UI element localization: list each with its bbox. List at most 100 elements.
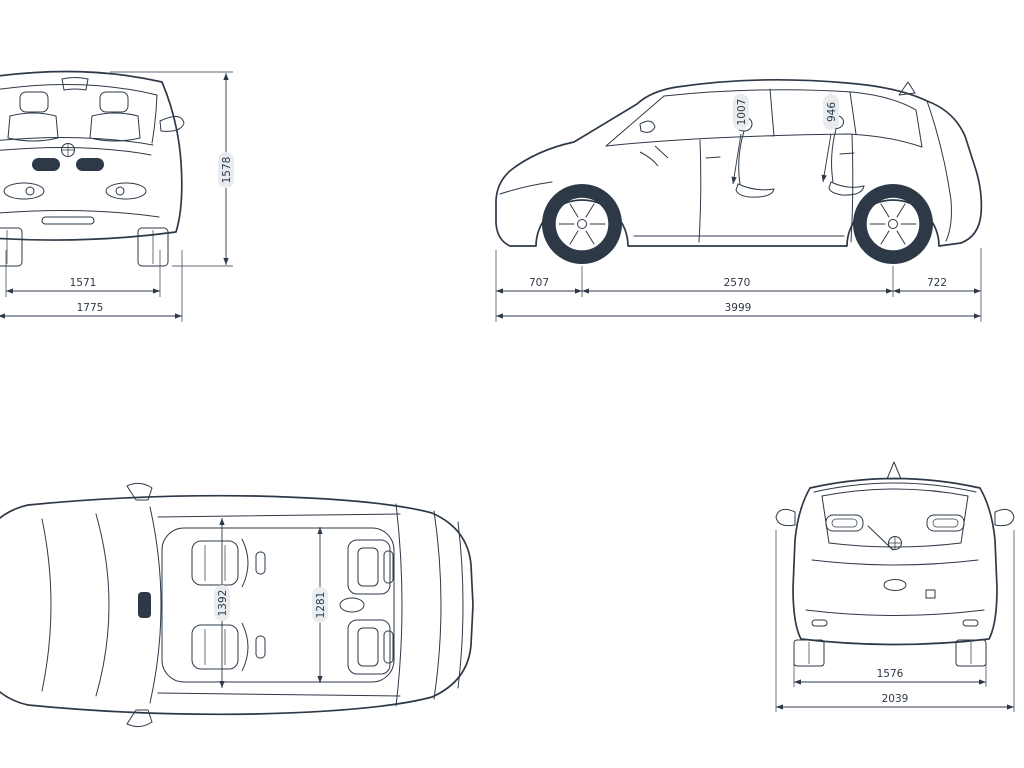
side-body-outline [495,78,983,247]
rear-extension-lines [775,530,1015,712]
dashboard-line [639,145,669,167]
dim-label-pill [733,94,749,130]
front-rim [554,196,610,252]
side-glasshouse-lines [605,88,923,148]
dim-text-rear-track: 1576 [877,668,904,680]
taillight-left-inner [831,518,858,528]
front-seat-cushion-left [191,540,239,586]
rear-view: 1576 2039 [775,461,1015,712]
dim-label-front-door-height: 1007 [733,94,749,130]
rear-seat-back-left [347,539,391,595]
brand-roundel-front-cross [61,143,75,157]
center-console [138,592,151,618]
headrest-right [99,91,129,113]
top-body-outline [0,494,474,716]
rear-surface-lines [805,482,985,616]
front-seat-back-right [241,622,249,672]
rear-seat-profile [828,128,865,196]
rear-hub [888,219,898,229]
top-view: 1392 1281 [0,482,474,728]
front-seat-profile [735,130,775,198]
dim-label-pill [214,585,230,621]
dim-label-pill [218,152,234,188]
side-mirror-top-upper [126,482,153,501]
lower-air-intake [41,216,95,225]
headrest-left [19,91,49,113]
headlight-right [105,182,147,200]
front-seat-headrest-left [255,551,266,575]
rear-window [821,488,969,548]
taillight-left [825,514,864,532]
front-wheel-tread-lines [6,230,154,264]
roof-panel [161,527,395,683]
dim-text-overall-length: 3999 [725,302,752,314]
kidney-grille-right [76,158,104,171]
side-mirror-rear-right [994,508,1015,527]
rear-body-outline [792,477,998,646]
headlight-left-lens [25,186,35,196]
dim-label-rear-interior-width: 1281 [312,587,328,623]
front-body-outline [0,70,183,241]
side-mirror [639,120,656,133]
dim-text-wheelbase: 2570 [724,277,751,289]
roof-antenna-fin-rear [886,461,902,480]
dim-text-front-overhang: 707 [529,277,549,289]
hatch-handle [883,579,907,591]
dim-text-track-width: 1571 [70,277,97,289]
rear-seat-inner-left [357,547,379,587]
dim-text-front-door-height: 1007 [736,99,748,126]
front-seat-stitch-lines [204,545,226,665]
dim-label-front-height: 1578 [218,152,234,188]
taillight-right-inner [932,518,959,528]
rear-seat-inner-right [357,627,379,667]
rear-center-armrest [339,597,365,613]
front-rim-spokes [558,203,606,245]
side-mirror-right-front-view [159,116,185,132]
dim-text-rear-overhang: 722 [927,277,947,289]
front-hub [577,219,587,229]
roof-antenna-fin-side [898,81,916,96]
dim-label-pill [312,587,328,623]
dim-label-rear-door-height: 946 [823,94,839,130]
taillight-right [926,514,965,532]
side-mirror-rear-left [775,508,796,527]
rear-seat-headrest-left [383,550,394,584]
side-extension-lines [495,248,982,322]
front-wheel-left [0,227,23,267]
front-seat-cushion-right [191,624,239,670]
headlight-left [3,182,45,200]
bumper-reflector-left [811,619,828,627]
dim-text-rear-interior-width: 1281 [315,592,327,619]
dim-text-front-interior-width: 1392 [217,590,229,617]
kidney-grille-left [32,158,60,171]
side-view: 1007 946 707 2570 722 3999 [495,78,983,322]
side-view-dimensions: 1007 946 707 2570 722 3999 [495,94,982,322]
dim-text-rear-door-height: 946 [826,102,838,122]
front-seat-headrest-right [255,635,266,659]
bumper-reflector-right [962,619,979,627]
dim-label-front-interior-width: 1392 [214,585,230,621]
top-view-seats [191,538,394,675]
top-surface-lines [41,503,464,707]
front-view-dimensions: 1578 1571 1775 [0,71,234,322]
rear-seat-headrest-right [383,630,394,664]
front-seat-back-left [241,538,249,588]
front-view: 1578 1571 1775 [0,70,234,322]
front-extension-lines [5,71,233,322]
rear-rim [865,196,921,252]
dim-text-overall-width: 1775 [77,302,104,314]
rear-wheel-tread-lines [808,642,972,664]
headlight-right-lens [115,186,125,196]
top-view-dimensions: 1392 1281 [214,518,328,688]
dim-label-pill [823,94,839,130]
side-door-and-body-lines [499,100,952,243]
rear-view-dimensions: 1576 2039 [775,530,1015,712]
brand-roundel-rear-cross [888,536,902,550]
rear-rim-spokes [869,203,917,245]
rear-seat-back-right [347,619,391,675]
front-body-details [0,77,160,218]
dim-text-front-height: 1578 [221,157,233,184]
leader-rear-door-height [821,133,832,183]
hatch-lock-detail [925,589,936,599]
